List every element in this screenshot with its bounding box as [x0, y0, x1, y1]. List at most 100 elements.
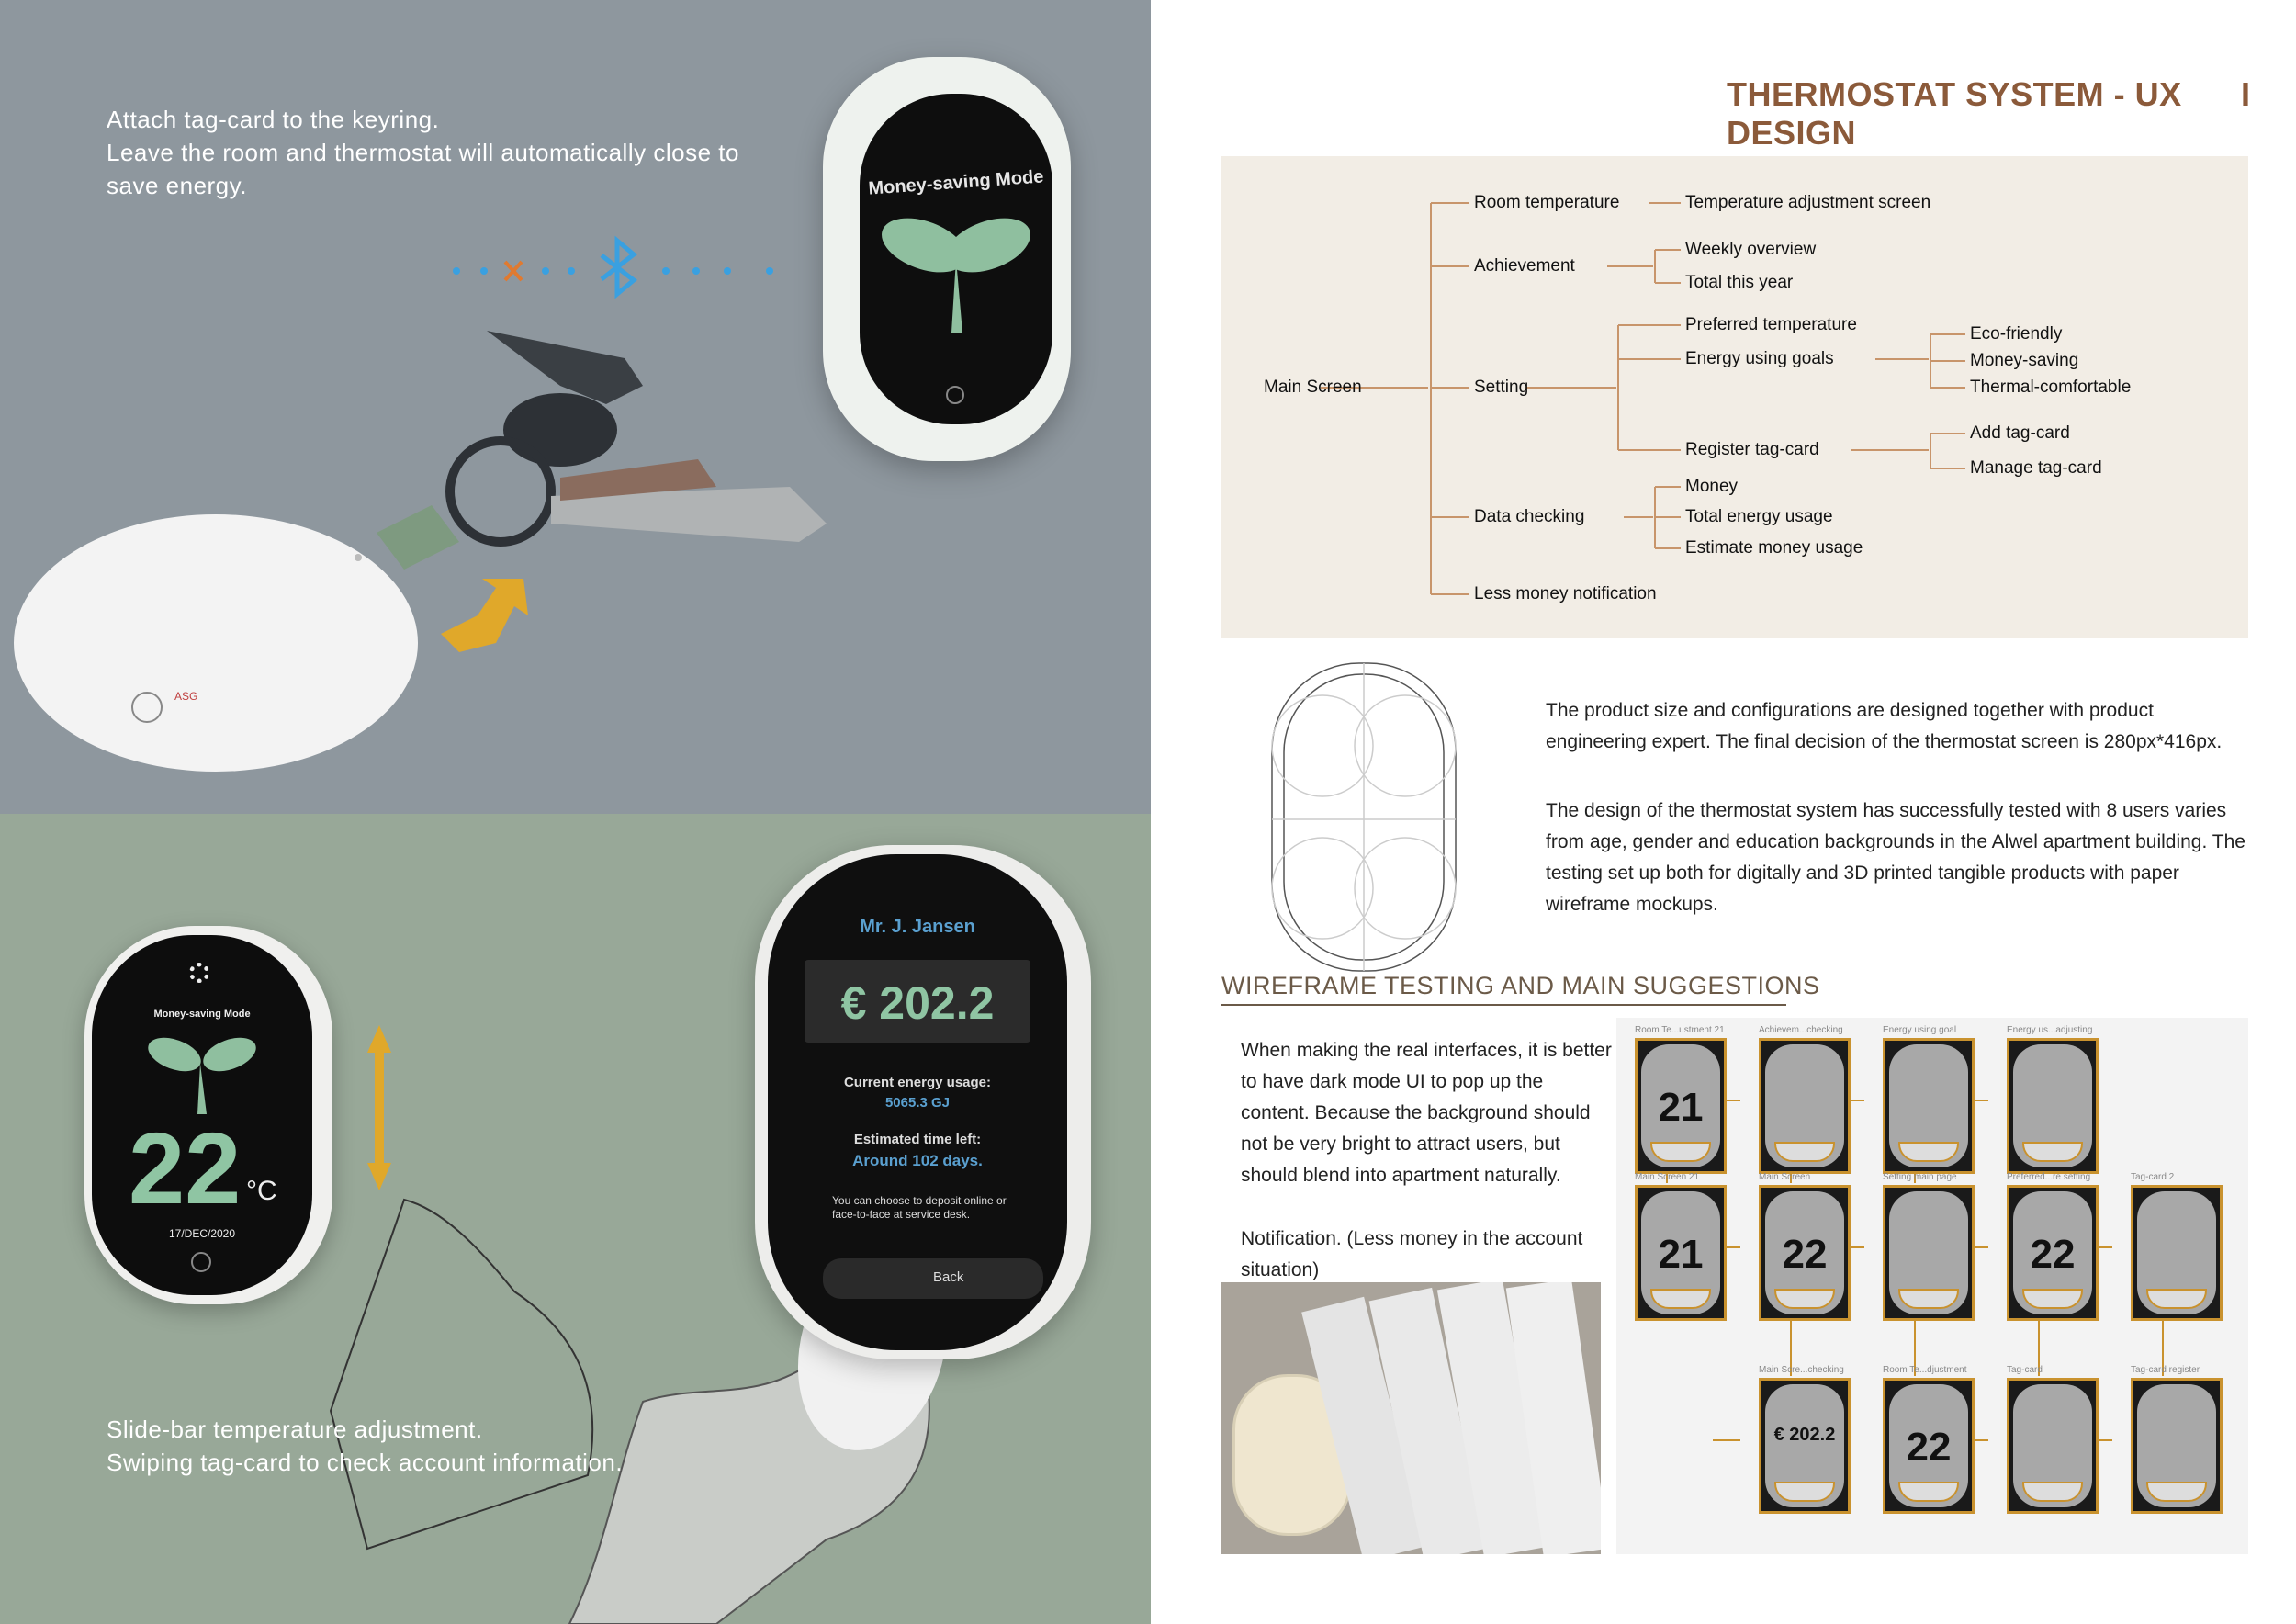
flow-screen-nav-bar: [1774, 1482, 1835, 1502]
flow-screen-nav-bar: [1898, 1142, 1959, 1162]
flow-screen-label: Main Scre...checking: [1759, 1365, 1844, 1375]
flow-screen-nav-bar: [1898, 1289, 1959, 1309]
flow-screen-nav-bar: [1774, 1289, 1835, 1309]
flow-screen: [2007, 1378, 2099, 1514]
deposit-note: You can choose to deposit online or face…: [832, 1194, 1007, 1221]
device-left-screen: Money-saving Mode 22 °C 17/DEC/2020: [92, 935, 312, 1295]
device-left-mode: Money-saving Mode: [153, 1009, 251, 1020]
flow-screen-nav-bar: [2146, 1482, 2207, 1502]
gear-icon[interactable]: [189, 963, 209, 983]
keyring-caption: Attach tag-card to the keyring. Leave th…: [107, 103, 749, 202]
notification-text: Notification. (Less money in the account…: [1241, 1228, 1583, 1280]
flow-screen: 22: [1759, 1185, 1851, 1321]
flow-screen: [2131, 1185, 2223, 1321]
tree-node-preferred: Preferred temperature: [1685, 315, 1857, 334]
arrow-icon: [441, 579, 528, 652]
flow-screen-display: 22: [1889, 1384, 1968, 1507]
tree-node-main-screen: Main Screen: [1264, 378, 1362, 397]
tree-node-setting: Setting: [1474, 378, 1529, 397]
device-top-mode: Money-saving Mode: [867, 166, 1045, 199]
account-name: Mr. J. Jansen: [860, 917, 975, 937]
tree-node-eco: Eco-friendly: [1970, 324, 2063, 344]
flow-screen: 21: [1635, 1038, 1727, 1174]
signal-dots: [453, 267, 773, 275]
flow-screen-display: 22: [2013, 1191, 2092, 1314]
power-icon[interactable]: [946, 386, 964, 404]
flow-screen-display: [2137, 1384, 2216, 1507]
time-label: Estimated time left:: [853, 1132, 982, 1147]
device-right: Mr. J. Jansen € 202.2 Current energy usa…: [755, 845, 1091, 1359]
usage-caption-line2: Swiping tag-card to check account inform…: [107, 1449, 624, 1476]
device-top: Money-saving Mode: [823, 57, 1071, 461]
flow-screen-label: Achievem...checking: [1759, 1025, 1843, 1035]
tree-node-energy-goals: Energy using goals: [1685, 349, 1834, 368]
section-divider: [1221, 1004, 1786, 1006]
flow-screen-nav-bar: [2146, 1289, 2207, 1309]
usage-caption-line1: Slide-bar temperature adjustment.: [107, 1415, 483, 1443]
usage-value: 5065.3 GJ: [884, 1095, 951, 1111]
flow-screen-label: Energy using goal: [1883, 1025, 1957, 1035]
flow-screen-value: 22: [1906, 1425, 1952, 1470]
tree-node-money: Money: [1685, 477, 1739, 496]
navigation-tree: Main Screen Room temperature Temperature…: [1221, 156, 2248, 638]
keyring-caption-line2: Leave the room and thermostat will autom…: [107, 139, 739, 199]
tree-node-register: Register tag-card: [1685, 440, 1819, 459]
flow-screen-value: 21: [1658, 1085, 1704, 1130]
device-left: Money-saving Mode 22 °C 17/DEC/2020: [84, 926, 332, 1304]
flow-screen-label: Setting main page: [1883, 1172, 1957, 1182]
flow-screen-nav-bar: [1650, 1289, 1711, 1309]
back-button[interactable]: Back: [823, 1258, 1043, 1299]
paragraph-size: The product size and configurations are …: [1546, 700, 2223, 752]
balance-amount: € 202.2: [840, 977, 995, 1029]
flow-screen: 22: [1883, 1378, 1975, 1514]
flow-screen-nav-bar: [2022, 1289, 2083, 1309]
flow-screen-value: 22: [2030, 1232, 2076, 1277]
keyfob-brand: ASG: [174, 690, 197, 703]
bluetooth-icon: [600, 235, 637, 299]
back-label: Back: [933, 1269, 964, 1285]
flow-screen-display: 21: [1641, 1044, 1720, 1167]
usage-label: Current energy usage:: [843, 1075, 992, 1090]
flow-screen: [1759, 1038, 1851, 1174]
tree-node-achievement: Achievement: [1474, 256, 1575, 276]
flow-screen: [2131, 1378, 2223, 1514]
flow-screen-display: [2013, 1044, 2092, 1167]
usage-illustration-panel: Money-saving Mode 22 °C 17/DEC/2020 Mr. …: [0, 814, 1151, 1624]
tree-node-temp-adjust: Temperature adjustment screen: [1685, 193, 1931, 212]
flow-screen-display: 22: [1765, 1191, 1844, 1314]
section-title-wireframe: WIREFRAME TESTING AND MAIN SUGGESTIONS: [1221, 972, 1820, 999]
flow-screen-display: [1889, 1044, 1968, 1167]
flow-screen: € 202.2: [1759, 1378, 1851, 1514]
flow-screen-label: Room Te...djustment: [1883, 1365, 1967, 1375]
flow-screen-label: Preferred...re setting: [2007, 1172, 2091, 1182]
tree-node-room-temperature: Room temperature: [1474, 193, 1620, 212]
flow-screen-nav-bar: [2022, 1142, 2083, 1162]
flow-screen-display: [2013, 1384, 2092, 1507]
device-outline-sketch: [1271, 662, 1457, 972]
tree-node-manage-tag: Manage tag-card: [1970, 458, 2102, 478]
nfc-icon: [191, 1252, 211, 1272]
tree-connectors: [1321, 202, 1965, 595]
slide-arrow-icon: [367, 1025, 391, 1190]
suggestion-text: When making the real interfaces, it is b…: [1241, 1040, 1612, 1186]
flow-screen-label: Energy us...adjusting: [2007, 1025, 2093, 1035]
flow-screen-nav-bar: [1650, 1142, 1711, 1162]
tree-node-data-checking: Data checking: [1474, 507, 1585, 526]
flow-screen-display: € 202.2: [1765, 1384, 1844, 1507]
sprout-icon: [882, 218, 1030, 333]
tree-node-less-money: Less money notification: [1474, 584, 1657, 603]
device-left-temp: 22: [129, 1112, 242, 1225]
wireframe-flow-diagram: Room Te...ustment 21 21 Achievem...checkin…: [1616, 1018, 2248, 1554]
tree-node-total-energy: Total energy usage: [1685, 507, 1833, 526]
device-right-screen: Mr. J. Jansen € 202.2 Current energy usa…: [768, 854, 1067, 1350]
tree-node-total-year: Total this year: [1685, 273, 1794, 292]
disconnect-x-icon: [503, 260, 523, 282]
tree-node-add-tag: Add tag-card: [1970, 423, 2070, 443]
tree-node-estimate: Estimate money usage: [1685, 538, 1863, 558]
page-number: I: [2241, 75, 2251, 113]
keyring-illustration-panel: Attach tag-card to the keyring. Leave th…: [0, 0, 1151, 814]
flow-screen-label: Room Te...ustment 21: [1635, 1025, 1725, 1035]
flow-screen-nav-bar: [1898, 1482, 1959, 1502]
usage-caption: Slide-bar temperature adjustment. Swipin…: [107, 1413, 749, 1479]
flow-screen-label: Main Screen: [1759, 1172, 1811, 1182]
